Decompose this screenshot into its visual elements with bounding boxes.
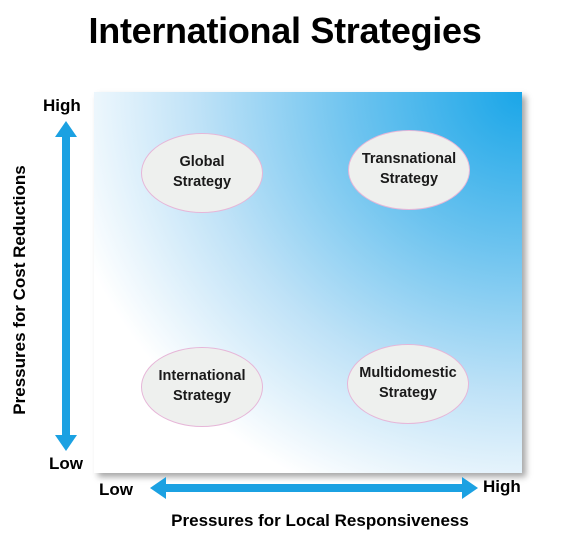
horizontal-double-arrow-icon [150, 477, 478, 499]
transnational-strategy-ellipse: Transnational Strategy [348, 130, 470, 210]
y-axis-high-label: High [43, 96, 81, 115]
international-strategy-line2: Strategy [172, 388, 231, 404]
x-axis-low-label: Low [99, 480, 133, 499]
global-strategy-line2: Strategy [172, 174, 232, 190]
y-axis-low-label: Low [49, 454, 83, 473]
international-strategy-line1: International [158, 368, 246, 385]
vertical-double-arrow-icon [55, 121, 77, 451]
x-axis-high-label: High [483, 477, 521, 496]
transnational-strategy-line2: Strategy [379, 171, 439, 187]
multidomestic-strategy-ellipse: Multidomestic Strategy [347, 344, 469, 424]
multidomestic-strategy-line1: Multidomestic [359, 365, 457, 382]
transnational-strategy-line1: Transnational [361, 151, 457, 168]
global-strategy-ellipse: Global Strategy [141, 133, 263, 213]
vertical-arrow-shape [55, 121, 77, 451]
x-axis-title: Pressures for Local Responsiveness [171, 511, 469, 530]
international-strategy-ellipse: International Strategy [141, 347, 263, 427]
diagram-title: International Strategies [88, 10, 482, 51]
horizontal-arrow-shape [150, 477, 478, 499]
multidomestic-strategy-line2: Strategy [378, 385, 437, 401]
y-axis-title: Pressures for Cost Reductions [10, 165, 29, 415]
global-strategy-line1: Global [179, 154, 225, 171]
